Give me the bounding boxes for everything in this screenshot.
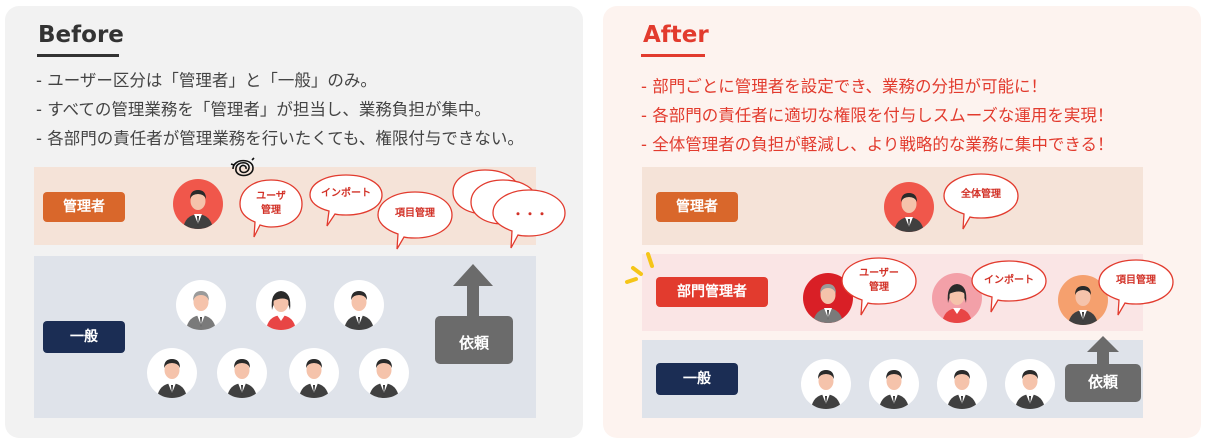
- after-panel: After - 部門ごとに管理者を設定でき、業務の分担が可能に！ - 各部門の責…: [603, 6, 1201, 438]
- admin-person-icon: [173, 179, 223, 229]
- speech-bubble-icon: [377, 191, 453, 250]
- highlight-rays-icon: [625, 252, 654, 284]
- person-icon: [359, 348, 409, 398]
- before-panel: Before - ユーザー区分は「管理者」と「一般」のみ。 - すべての管理業務…: [5, 6, 583, 438]
- dept-admin-person-icon: [932, 273, 982, 323]
- person-icon: [334, 280, 384, 330]
- speech-bubble-icon: [841, 257, 917, 316]
- before-title: Before: [38, 22, 124, 48]
- request-label: 依頼: [458, 334, 489, 352]
- person-icon: [147, 348, 197, 398]
- after-title: After: [643, 22, 709, 48]
- request-label: 依頼: [1087, 373, 1118, 391]
- person-icon: [1005, 359, 1055, 409]
- after-bullet: - 全体管理者の負担が軽減し、より戦略的な業務に集中できる！: [641, 135, 1114, 154]
- dept-admin-person-icon: [803, 273, 853, 323]
- person-icon: [176, 280, 226, 330]
- after-bullet: - 各部門の責任者に適切な権限を付与しスムーズな運用を実現！: [641, 106, 1114, 125]
- bubble-field-management: 項目管理: [395, 208, 435, 219]
- person-icon: [217, 348, 267, 398]
- person-icon: [289, 348, 339, 398]
- bubble-more: ・・・: [511, 207, 548, 221]
- speech-bubble-icon: [971, 260, 1047, 313]
- admin-person-icon: [884, 182, 934, 232]
- speech-bubble-icon: [1098, 259, 1174, 316]
- after-dept-admin-label: 部門管理者: [656, 277, 768, 307]
- after-title-underline: [641, 54, 705, 57]
- up-arrow-icon: [435, 264, 513, 364]
- after-bullet-list: - 部門ごとに管理者を設定でき、業務の分担が可能に！ - 各部門の責任者に適切な…: [641, 72, 1114, 159]
- speech-bubble-icon: [943, 173, 1019, 230]
- bubble-import: インポート: [321, 188, 371, 199]
- before-general-label: 一般: [43, 321, 125, 353]
- person-icon: [801, 359, 851, 409]
- speech-bubble-icon: [309, 174, 383, 227]
- stress-scribble-icon: [230, 157, 255, 177]
- bubble-user-management: ユーザー 管理: [859, 268, 899, 293]
- bubble-user-management: ユーザ 管理: [256, 191, 286, 216]
- after-general-label: 一般: [656, 363, 738, 395]
- before-bullet: - すべての管理業務を「管理者」が担当し、業務負担が集中。: [36, 100, 491, 119]
- speech-bubble-icon: [239, 179, 303, 238]
- dept-admin-person-icon: [1058, 275, 1108, 325]
- after-admin-label: 管理者: [656, 192, 738, 222]
- before-admin-label: 管理者: [43, 192, 125, 222]
- speech-bubble-stack-icon: [452, 169, 566, 249]
- person-icon: [937, 359, 987, 409]
- bubble-import: インポート: [984, 275, 1034, 286]
- before-title-underline: [37, 54, 119, 57]
- before-bullet-list: - ユーザー区分は「管理者」と「一般」のみ。 - すべての管理業務を「管理者」が…: [36, 66, 524, 153]
- after-bullet: - 部門ごとに管理者を設定でき、業務の分担が可能に！: [641, 77, 1048, 96]
- person-icon: [869, 359, 919, 409]
- bubble-global-management: 全体管理: [961, 189, 1001, 200]
- person-icon: [256, 280, 306, 330]
- bubble-field-management: 項目管理: [1116, 275, 1156, 286]
- before-bullet: - ユーザー区分は「管理者」と「一般」のみ。: [36, 71, 377, 90]
- before-bullet: - 各部門の責任者が管理業務を行いたくても、権限付与できない。: [36, 129, 524, 148]
- up-arrow-icon: [1065, 336, 1141, 402]
